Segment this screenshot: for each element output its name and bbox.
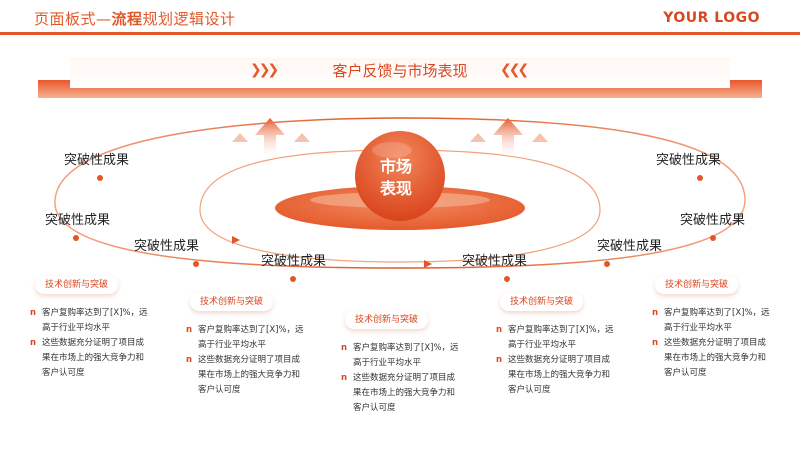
path-dots: [73, 175, 716, 282]
achievement-label: 突破性成果: [462, 254, 528, 269]
achievement-label: 突破性成果: [597, 239, 663, 254]
header-divider: [0, 32, 800, 35]
bullet-marker-icon: n: [30, 308, 37, 318]
chevrons-left-icon: ❮❮❮: [500, 62, 529, 78]
card-tag: 技术创新与突破: [190, 293, 274, 311]
title-suffix: 规划逻辑设计: [142, 10, 236, 28]
achievement-label: 突破性成果: [680, 213, 746, 228]
card-tag: 技术创新与突破: [500, 293, 584, 311]
card-tag: 技术创新与突破: [35, 276, 119, 294]
card-tag: 技术创新与突破: [345, 311, 429, 329]
bullet-marker-icon: n: [186, 325, 193, 335]
up-arrow-icon-left: [232, 118, 310, 160]
bullet-marker-icon: n: [652, 308, 659, 318]
page-title: 页面板式—流程规划逻辑设计: [34, 8, 236, 29]
achievement-label: 突破性成果: [45, 213, 111, 228]
bullet-marker-icon: n: [186, 355, 193, 365]
bullet-marker-icon: n: [341, 343, 348, 353]
achievement-label: 突破性成果: [656, 153, 722, 168]
bullet-marker-icon: n: [341, 373, 348, 383]
logo-text: YOUR LOGO: [663, 10, 760, 26]
bullet-marker-icon: n: [496, 325, 503, 335]
market-sphere: [355, 131, 445, 221]
card-tag: 技术创新与突破: [655, 276, 739, 294]
center-title-line1: 市场: [379, 157, 412, 176]
up-arrow-icon-right: [470, 118, 548, 160]
achievement-label: 突破性成果: [134, 239, 200, 254]
inner-flow-ellipse: [199, 149, 601, 263]
outer-flow-ellipse: [54, 117, 746, 269]
achievement-label: 突破性成果: [261, 254, 327, 269]
banner-panel: [70, 58, 730, 88]
bullet-marker-icon: n: [652, 338, 659, 348]
center-title-line2: 表现: [379, 179, 412, 198]
achievement-label: 突破性成果: [64, 153, 130, 168]
flow-arrow-icon: [232, 236, 240, 244]
banner-title: 客户反馈与市场表现: [332, 62, 468, 80]
bullet-marker-icon: n: [30, 338, 37, 348]
center-title: 市场 表现: [352, 156, 440, 200]
chevrons-right-icon: ❯❯❯: [250, 62, 279, 78]
title-strong: 流程: [111, 10, 143, 28]
flow-arrow-icon: [424, 260, 432, 268]
title-prefix: 页面板式—: [34, 10, 112, 28]
bullet-marker-icon: n: [496, 355, 503, 365]
